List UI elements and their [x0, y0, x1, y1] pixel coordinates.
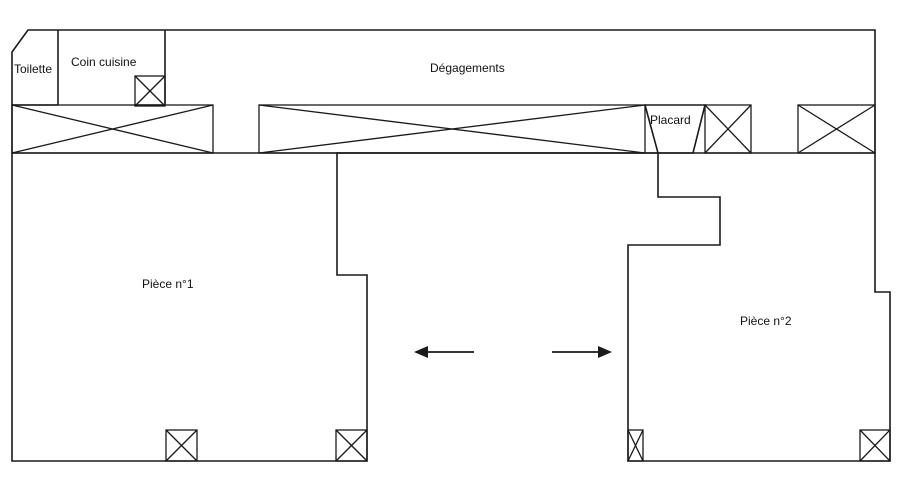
placard-outline — [643, 104, 707, 154]
piece1-duct-left — [165, 429, 198, 462]
label-piece1: Pièce n°1 — [142, 277, 194, 291]
arrow-left-icon — [414, 346, 474, 358]
storage-block-middle — [258, 104, 646, 154]
arrow-right-icon — [552, 346, 612, 358]
label-toilette: Toilette — [14, 62, 52, 76]
storage-block-left — [11, 104, 214, 154]
outer-wall — [11, 29, 891, 462]
label-placard: Placard — [650, 113, 691, 127]
label-piece2: Pièce n°2 — [740, 314, 792, 328]
piece2-duct-left — [627, 429, 644, 462]
label-degagements: Dégagements — [430, 61, 505, 75]
piece1-duct-right — [335, 429, 368, 462]
placard-duct — [704, 104, 752, 154]
cuisine-duct — [134, 75, 166, 107]
piece2-duct-right — [859, 429, 891, 462]
label-coin-cuisine: Coin cuisine — [71, 55, 137, 69]
storage-block-right — [797, 104, 876, 154]
